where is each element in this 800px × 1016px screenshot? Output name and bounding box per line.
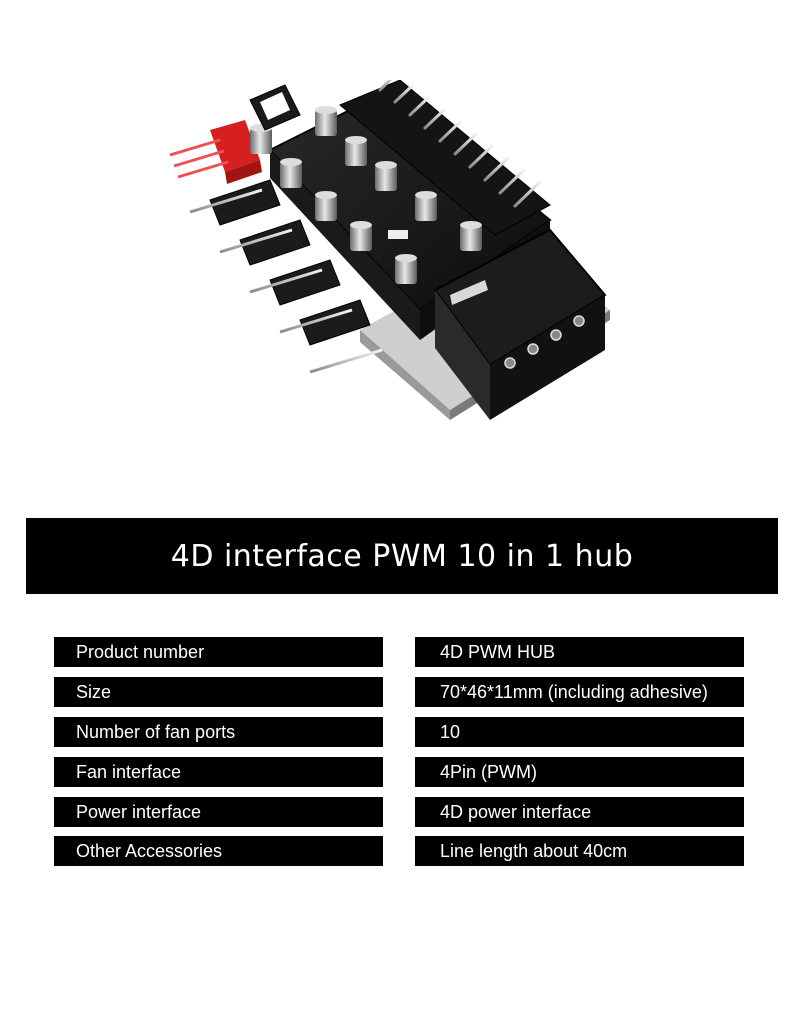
title-banner: 4D interface PWM 10 in 1 hub [26, 518, 778, 594]
spec-label: Fan interface [54, 757, 383, 787]
spec-value: Line length about 40cm [415, 836, 744, 866]
pin-header-top [339, 73, 551, 236]
capacitors [250, 106, 482, 284]
spec-row-accessories: Other Accessories Line length about 40cm [54, 836, 744, 866]
spec-value: 4D power interface [415, 797, 744, 827]
smd-chip [388, 230, 408, 239]
fan-connector-pins [189, 188, 383, 374]
fan-connectors-left [209, 179, 371, 346]
spec-row-power-interface: Power interface 4D power interface [54, 797, 744, 827]
spec-value: 4Pin (PWM) [415, 757, 744, 787]
spec-value: 4D PWM HUB [415, 637, 744, 667]
spec-label: Other Accessories [54, 836, 383, 866]
spec-label: Power interface [54, 797, 383, 827]
fan-hub-illustration [169, 73, 610, 420]
top-clip [249, 84, 301, 131]
spec-label: Size [54, 677, 383, 707]
spec-row-size: Size 70*46*11mm (including adhesive) [54, 677, 744, 707]
spec-label: Number of fan ports [54, 717, 383, 747]
product-image [150, 73, 630, 440]
molex-power-connector [433, 228, 607, 420]
spec-value: 10 [415, 717, 744, 747]
spec-label: Product number [54, 637, 383, 667]
spec-row-fan-interface: Fan interface 4Pin (PWM) [54, 757, 744, 787]
spec-value: 70*46*11mm (including adhesive) [415, 677, 744, 707]
red-connector [169, 120, 262, 184]
page-title: 4D interface PWM 10 in 1 hub [170, 538, 634, 574]
spec-row-product-number: Product number 4D PWM HUB [54, 637, 744, 667]
spec-row-fan-ports: Number of fan ports 10 [54, 717, 744, 747]
